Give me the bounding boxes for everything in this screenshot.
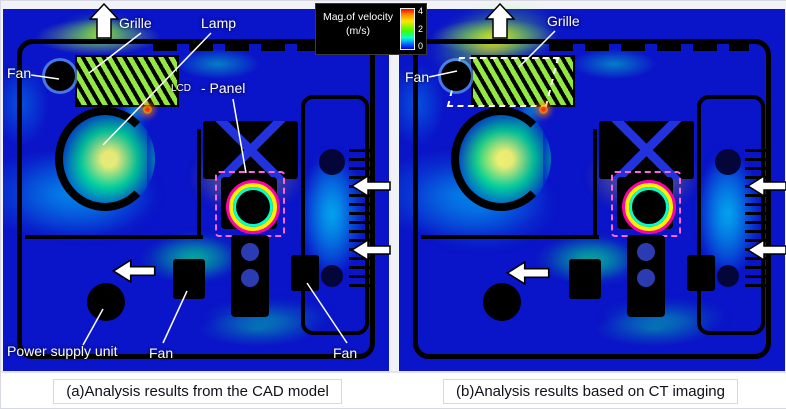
lens-barrel (231, 235, 269, 317)
fan-mid-block (569, 259, 601, 299)
label-grille: Grille (119, 15, 152, 31)
side-vent-slots (349, 149, 371, 289)
caption-a: (a)Analysis results from the CAD model (53, 379, 342, 404)
lcd-highlight-box (215, 171, 285, 237)
optics-brace-box (599, 121, 694, 179)
lamp-hotspot (539, 105, 548, 114)
caption-cell-a: (a)Analysis results from the CAD model (1, 379, 394, 404)
power-supply-circle (483, 283, 521, 321)
lamp-housing (55, 107, 155, 211)
fan-top-circle (45, 61, 75, 91)
velocity-legend: Mag.of velocity (m/s) 4 2 0 (315, 3, 427, 55)
caption-cell-b: (b)Analysis results based on CT imaging (394, 379, 786, 404)
compartment-circle (321, 265, 343, 287)
inlet-left-arrow-icon (350, 238, 391, 262)
label-fan-mid: Fan (149, 345, 174, 361)
caption-bar: (a)Analysis results from the CAD model (… (1, 371, 786, 408)
partition-vertical (593, 129, 597, 237)
label-lamp: Lamp (201, 15, 237, 31)
inlet-left-arrow-icon (350, 174, 391, 198)
compartment-circle (717, 265, 739, 287)
lens-barrel (627, 235, 665, 317)
partition-vertical (197, 129, 201, 237)
tick-mid: 2 (417, 23, 423, 34)
label-panel: - Panel (201, 80, 246, 96)
colorbar (399, 8, 415, 50)
lcd-highlight-box (611, 171, 681, 237)
tick-min: 0 (417, 41, 423, 51)
compartment-circle (715, 149, 741, 175)
label-fan: Fan (405, 69, 430, 85)
fan-mid-block (173, 259, 205, 299)
label-fan-right: Fan (333, 345, 358, 361)
side-vent-slots (745, 149, 767, 289)
label-power-supply-unit: Power supply unit (7, 343, 118, 359)
label-fan-top: Fan (7, 65, 32, 81)
top-vent-blocks (549, 39, 749, 51)
exhaust-up-arrow-icon (484, 2, 516, 39)
panel-a-cad-flow-field: Grille Lamp Fan LCD - Panel Power supply… (3, 2, 391, 371)
optics-brace-box (203, 121, 298, 179)
fan-right-block (687, 255, 715, 291)
partition-horizontal (421, 235, 599, 239)
grille-hatch (75, 55, 179, 107)
label-grille: Grille (547, 13, 580, 29)
legend-title: Mag.of velocity (m/s) (316, 4, 400, 54)
power-supply-circle (87, 283, 125, 321)
tick-max: 4 (417, 6, 423, 16)
colorbar-ticks: 4 2 0 (417, 4, 426, 54)
inlet-left-arrow-icon (746, 238, 786, 262)
exhaust-up-arrow-icon (88, 2, 120, 39)
lens-ring (625, 183, 673, 231)
lamp-hotspot (143, 105, 152, 114)
label-lcd: LCD (171, 83, 192, 94)
legend-units: (m/s) (346, 24, 370, 37)
panel-b-ct-flow-field: Fan Grille (399, 1, 786, 371)
partition-horizontal (25, 235, 203, 239)
fan-top-circle (441, 61, 471, 91)
compartment-circle (319, 149, 345, 175)
lamp-housing (451, 107, 551, 211)
inlet-left-arrow-icon (746, 174, 786, 198)
flow-direction-arrow-icon (503, 260, 553, 286)
caption-b: (b)Analysis results based on CT imaging (442, 379, 738, 404)
legend-title-line: Mag.of velocity (322, 11, 393, 23)
flow-direction-arrow-icon (109, 258, 159, 284)
lens-ring (229, 183, 277, 231)
